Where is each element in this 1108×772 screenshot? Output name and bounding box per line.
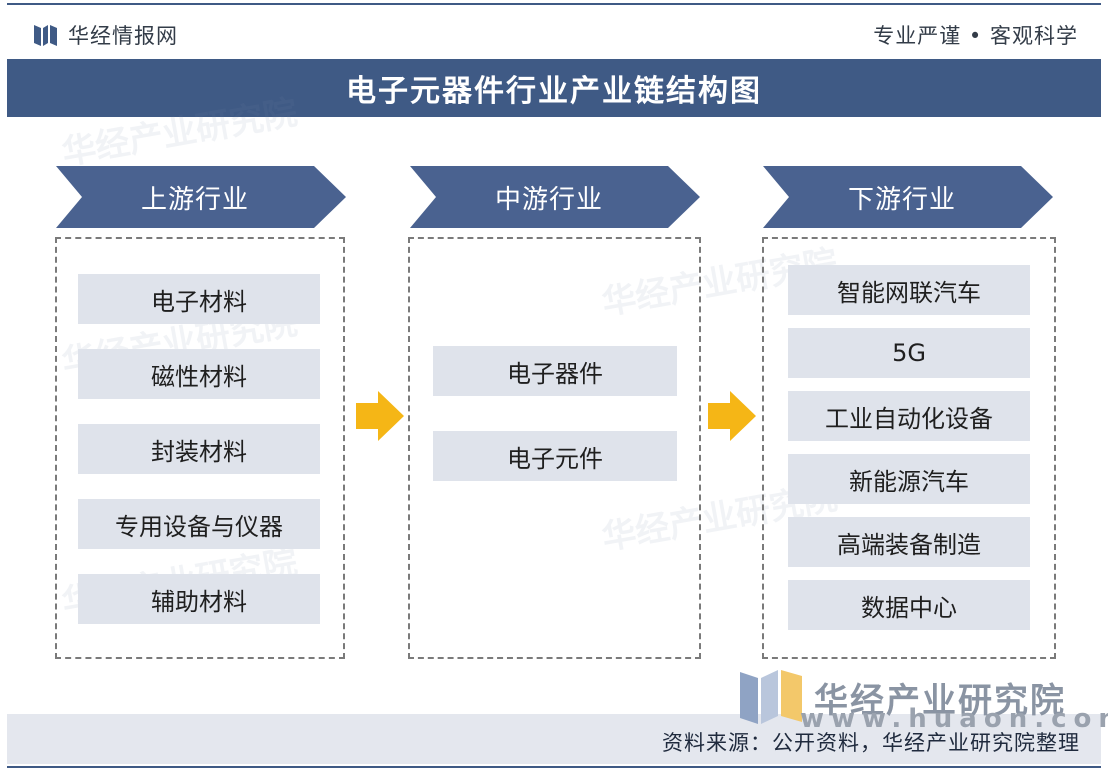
upstream-item: 辅助材料 — [78, 574, 320, 624]
top-frame-line — [7, 3, 1101, 5]
watermark-url: www.huaon.com — [800, 704, 1108, 734]
flow-arrow-icon — [356, 391, 404, 441]
chevron-shape — [56, 166, 346, 228]
tagline: 专业严谨 • 客观科学 — [873, 24, 1078, 48]
downstream-item: 数据中心 — [788, 580, 1030, 630]
midstream-item: 电子元件 — [433, 431, 677, 481]
upstream-item: 封装材料 — [78, 424, 320, 474]
column-header-midstream: 中游行业 — [410, 166, 700, 228]
downstream-item: 5G — [788, 328, 1030, 378]
midstream-box — [408, 237, 701, 659]
brand-logo-icon — [34, 25, 57, 46]
bottom-frame-line — [7, 766, 1101, 768]
column-header-upstream: 上游行业 — [56, 166, 346, 228]
column-header-label: 下游行业 — [847, 184, 956, 215]
downstream-item: 新能源汽车 — [788, 454, 1030, 504]
downstream-item: 高端装备制造 — [788, 517, 1030, 567]
column-header-label: 中游行业 — [494, 184, 603, 215]
upstream-box — [55, 237, 345, 659]
upstream-item: 专用设备与仪器 — [78, 499, 320, 549]
page-title: 电子元器件行业产业链结构图 — [7, 59, 1101, 117]
brand-logo: 华经情报网 — [32, 20, 178, 50]
brand-name: 华经情报网 — [68, 24, 178, 48]
upstream-item: 电子材料 — [78, 274, 320, 324]
chevron-shape — [763, 166, 1053, 228]
downstream-item: 智能网联汽车 — [788, 265, 1030, 315]
midstream-item: 电子器件 — [433, 346, 677, 396]
watermark-logo: 华经产业研究院 — [738, 666, 1066, 728]
column-header-downstream: 下游行业 — [763, 166, 1053, 228]
source-bar — [7, 714, 1101, 764]
downstream-item: 工业自动化设备 — [788, 391, 1030, 441]
watermark-brand: 华经产业研究院 — [814, 680, 1066, 721]
downstream-box — [762, 237, 1056, 659]
chevron-shape — [410, 166, 700, 228]
upstream-item: 磁性材料 — [78, 349, 320, 399]
column-header-label: 上游行业 — [140, 184, 249, 215]
source-note: 资料来源：公开资料，华经产业研究院整理 — [662, 731, 1080, 755]
watermark-logo-icon — [740, 670, 802, 724]
flow-arrow-icon — [708, 391, 756, 441]
